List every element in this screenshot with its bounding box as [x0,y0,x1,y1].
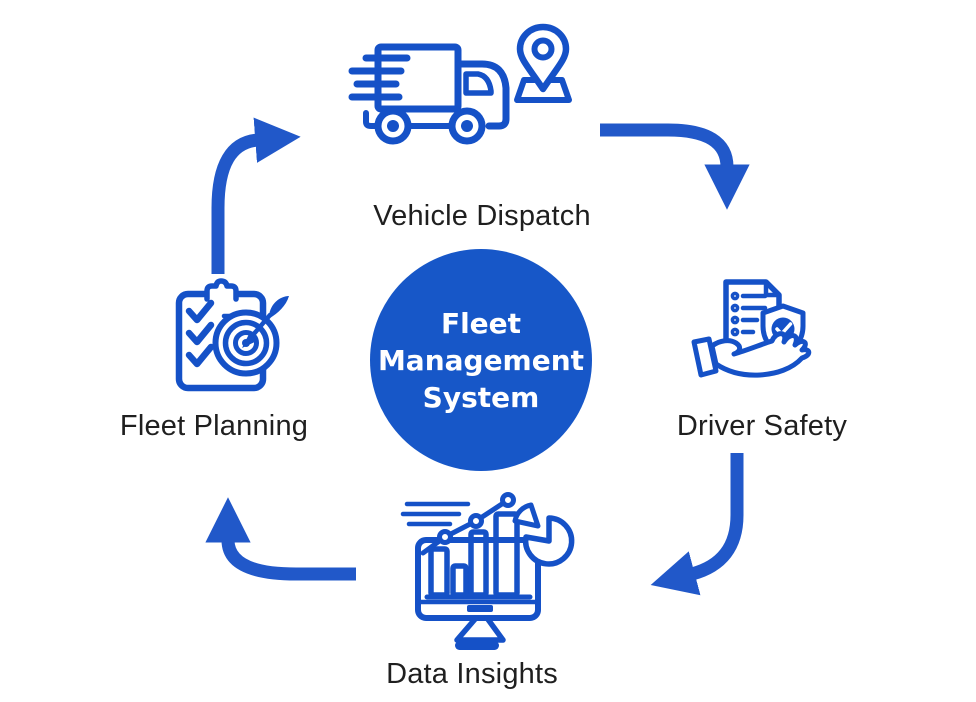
pin-outline [516,23,570,93]
arrow-fleet-planning-to-vehicle-dispatch [211,117,301,274]
monitor-stand [454,615,506,643]
hub-title-line: System [422,380,540,414]
monitor-base [455,641,499,650]
check-mark [185,321,215,346]
center-hub-circle: Fleet Management System [370,249,592,471]
truck-cargo-box [374,43,462,113]
node-label-vehicle-dispatch: Vehicle Dispatch [373,200,591,232]
dart-fletching [269,296,289,318]
open-hand-icon [691,331,812,378]
pie-slice [512,502,541,529]
node-label-fleet-planning: Fleet Planning [119,410,309,442]
dart-tip [242,334,257,348]
analytics-monitor-icon [400,492,575,650]
truck-rear-wheel [374,107,412,145]
truck-front-wheel [448,107,486,145]
arrow-vehicle-dispatch-to-driver-safety [600,123,750,210]
trend-line-icon [420,492,516,556]
clipboard-clip [204,278,239,302]
cycle-arrows [205,117,750,596]
arrow-driver-safety-to-data-insights [650,453,744,596]
node-label-driver-safety: Driver Safety [676,410,848,442]
target-dart-icon [212,296,289,377]
delivery-truck-icon [348,43,510,145]
pie-chart-icon [512,502,575,567]
hub-title-line: Fleet [440,306,522,340]
check-mark [185,343,215,368]
check-mark [185,299,215,324]
truck-window [463,71,494,96]
location-pin-icon [514,23,572,103]
arrow-data-insights-to-fleet-planning [205,497,356,581]
node-label-data-insights: Data Insights [386,658,558,690]
hand-palm [709,331,812,378]
truck-cab [455,60,510,130]
pin-base [514,77,572,103]
bar-chart-icon [424,511,533,600]
hub-title-line: Management [377,343,585,377]
